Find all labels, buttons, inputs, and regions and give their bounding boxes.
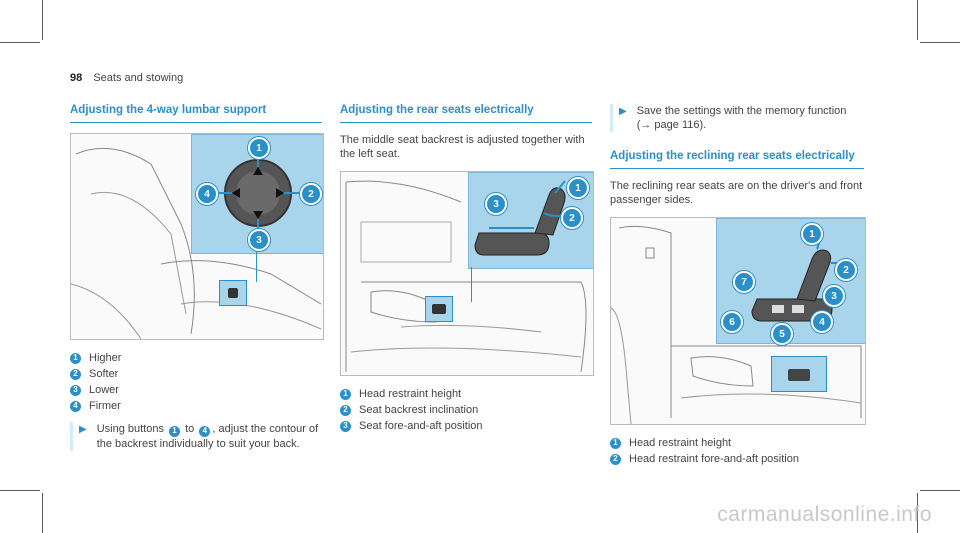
column-reclining-seats: ▶ Save the settings with the memory func… xyxy=(610,104,866,475)
section-name: Seats and stowing xyxy=(93,72,184,84)
callout-7: 7 xyxy=(733,271,755,293)
column-rear-seats: Adjusting the rear seats electrically Th… xyxy=(340,104,594,442)
callout-5: 5 xyxy=(771,323,793,345)
crop-mark xyxy=(917,0,918,40)
callout-2: 2 xyxy=(561,207,583,229)
inset-rear-seat-switch: 1 2 3 xyxy=(468,172,593,269)
arrow-right-icon: ▶ xyxy=(79,424,87,435)
callout-4: 4 xyxy=(811,311,833,333)
door-switch-icon xyxy=(771,356,827,392)
callout-4: 4 xyxy=(196,183,218,205)
callout-3: 3 xyxy=(823,285,845,307)
section-title-rear-seats: Adjusting the rear seats electrically xyxy=(340,104,592,123)
watermark: carmanualsonline.info xyxy=(717,503,932,526)
seat-switch-icon xyxy=(474,180,566,256)
intro-text: The reclining rear seats are on the driv… xyxy=(610,180,863,206)
callout-2: 2 xyxy=(835,259,857,281)
page-header: 98 Seats and stowing xyxy=(70,72,183,84)
crop-mark xyxy=(0,42,40,43)
crop-mark xyxy=(920,490,960,491)
leader-line xyxy=(471,267,472,302)
crop-mark xyxy=(42,493,43,533)
callout-2: 2 xyxy=(300,183,322,205)
lumbar-switch-icon xyxy=(219,280,247,306)
figure-rear-seats: 1 2 3 xyxy=(340,171,594,376)
crop-mark xyxy=(42,0,43,40)
figure-lumbar: 1 2 3 4 xyxy=(70,133,324,340)
door-switch-icon xyxy=(425,296,453,322)
section-title-reclining-seats: Adjusting the reclining rear seats elect… xyxy=(610,150,864,169)
inset-reclining-switch: 1 2 3 4 5 6 7 xyxy=(716,218,865,345)
callout-6: 6 xyxy=(721,311,743,333)
arrow-right-icon: ▶ xyxy=(619,106,627,117)
crop-mark xyxy=(0,490,40,491)
step-text: Using buttons 1 to 4, adjust the contour… xyxy=(96,423,319,450)
callout-1: 1 xyxy=(801,223,823,245)
door-line-drawing xyxy=(345,180,587,373)
step-text: Save the settings with the memory functi… xyxy=(636,105,847,131)
instruction-step: ▶ Using buttons 1 to 4, adjust the conto… xyxy=(70,422,322,451)
callout-3: 3 xyxy=(248,229,270,251)
callout-3: 3 xyxy=(485,193,507,215)
instruction-step: ▶ Save the settings with the memory func… xyxy=(610,104,864,132)
crop-mark xyxy=(917,493,918,533)
inset-lumbar-controls: 1 2 3 4 xyxy=(191,134,323,254)
callout-1: 1 xyxy=(248,137,270,159)
section-title-lumbar: Adjusting the 4-way lumbar support xyxy=(70,104,322,123)
page-number: 98 xyxy=(70,72,83,84)
door-line-drawing xyxy=(611,225,862,424)
crop-mark xyxy=(920,42,960,43)
lumbar-control-pad-icon xyxy=(216,157,300,231)
intro-text: The middle seat backrest is adjusted tog… xyxy=(340,134,585,160)
callout-1: 1 xyxy=(567,177,589,199)
figure-reclining-seats: 1 2 3 4 5 6 7 xyxy=(610,217,866,425)
column-lumbar: Adjusting the 4-way lumbar support xyxy=(70,104,324,451)
leader-line xyxy=(256,252,257,282)
